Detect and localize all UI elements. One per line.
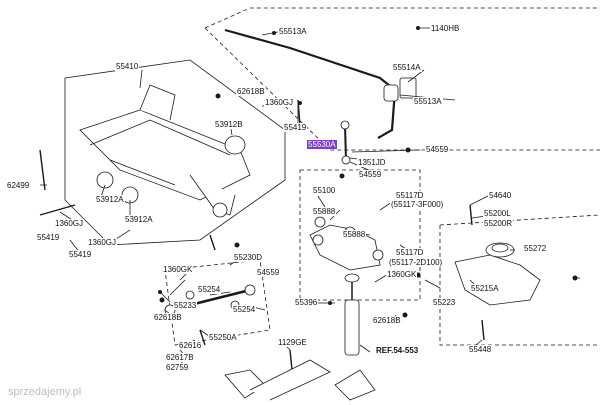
stabilizer-bar	[224, 28, 397, 139]
label-62759[interactable]: 62759	[165, 363, 190, 372]
label-55514a[interactable]: 55514A	[392, 63, 422, 72]
bolt-55448	[481, 319, 485, 341]
label-55254-b[interactable]: 55254	[232, 305, 257, 314]
label-55254-a[interactable]: 55254	[197, 285, 222, 294]
label-1129ge[interactable]: 1129GE	[277, 338, 308, 347]
label-62618b-left[interactable]: 62618B	[153, 313, 183, 322]
label-1360gj-mid[interactable]: 1360GJ	[87, 238, 118, 247]
bushing-55888-a	[314, 216, 326, 228]
stabilizer-group-outline	[204, 7, 600, 151]
shock-absorber	[344, 299, 360, 356]
label-55419-left[interactable]: 55419	[36, 233, 61, 242]
bracket-55514a	[399, 77, 417, 99]
label-54640[interactable]: 54640	[488, 191, 513, 200]
bolt-55419-bottom	[209, 234, 216, 251]
watermark: sprzedajemy.pl	[8, 386, 82, 398]
label-55888-b[interactable]: 55888	[342, 230, 367, 239]
label-54559-a[interactable]: 54559	[425, 145, 450, 154]
bushing-53912b	[224, 135, 246, 155]
label-62618b-right[interactable]: 62618B	[372, 316, 402, 325]
label-55117-3f000[interactable]: (55117-3F000)	[390, 200, 445, 209]
label-55888-a[interactable]: 55888	[312, 207, 337, 216]
label-62499[interactable]: 62499	[6, 181, 31, 190]
label-55396[interactable]: 55396	[294, 298, 319, 307]
label-55530a-highlighted[interactable]: 55530A	[307, 140, 337, 149]
label-55448[interactable]: 55448	[468, 345, 493, 354]
link-ball-top	[340, 120, 350, 130]
bushing-55513a	[383, 84, 399, 102]
label-1140hb[interactable]: 1140HB	[430, 24, 461, 33]
label-55100[interactable]: 55100	[312, 186, 337, 195]
lower-arm-55200	[454, 254, 541, 306]
label-1351jd[interactable]: 1351JD	[357, 158, 387, 167]
label-53912a-1[interactable]: 53912A	[95, 195, 125, 204]
label-55117-2d100[interactable]: (55117-2D100)	[388, 258, 444, 267]
label-55513a[interactable]: 55513A	[413, 97, 443, 106]
label-62618b-top[interactable]: 62618B	[236, 87, 266, 96]
label-55230d[interactable]: 55230D	[233, 253, 264, 262]
label-55272[interactable]: 55272	[523, 244, 548, 253]
spring-seat-55272	[485, 242, 515, 258]
label-1360gj-top[interactable]: 1360GJ	[264, 98, 295, 107]
label-55410[interactable]: 55410	[115, 62, 140, 71]
label-55117d-top[interactable]: 55117D	[395, 191, 425, 200]
label-55419-top[interactable]: 55419	[283, 123, 308, 132]
label-1360gk-right[interactable]: 1360GK	[386, 270, 418, 279]
link-ball-bottom	[341, 155, 351, 165]
label-55200r[interactable]: 55200R	[483, 219, 514, 228]
label-54559-c[interactable]: 54559	[256, 268, 281, 277]
label-55233[interactable]: 55233	[173, 301, 198, 310]
label-55200l[interactable]: 55200L	[483, 209, 512, 218]
label-55513a-top[interactable]: 55513A	[278, 27, 308, 36]
label-55223[interactable]: 55223	[432, 298, 457, 307]
label-1360gk-left[interactable]: 1360GK	[162, 265, 194, 274]
bolt-1129ge	[289, 349, 293, 371]
label-55117d-mid[interactable]: 55117D	[395, 248, 425, 257]
subframe-group-outline	[64, 59, 286, 246]
label-62617b[interactable]: 62617B	[165, 353, 195, 362]
label-55215a[interactable]: 55215A	[470, 284, 500, 293]
label-53912a-2[interactable]: 53912A	[124, 215, 154, 224]
bolt-55419-left	[39, 204, 76, 216]
bolt-62616	[199, 329, 206, 346]
bolt-62499	[39, 149, 46, 191]
bushing-55254-a	[185, 290, 195, 300]
ref-label: REF.54-553	[376, 346, 419, 355]
bolt-54640	[469, 204, 473, 226]
label-1360gj-left[interactable]: 1360GJ	[54, 219, 85, 228]
label-53912b[interactable]: 53912B	[214, 120, 244, 129]
label-62616[interactable]: 62616	[178, 341, 203, 350]
label-54559-b[interactable]: 54559	[358, 170, 383, 179]
label-55250a[interactable]: 55250A	[208, 333, 238, 342]
bushing-53912a-1	[96, 171, 114, 189]
lower-arm-group-outline	[439, 214, 600, 346]
label-55419-bottom[interactable]: 55419	[68, 250, 93, 259]
